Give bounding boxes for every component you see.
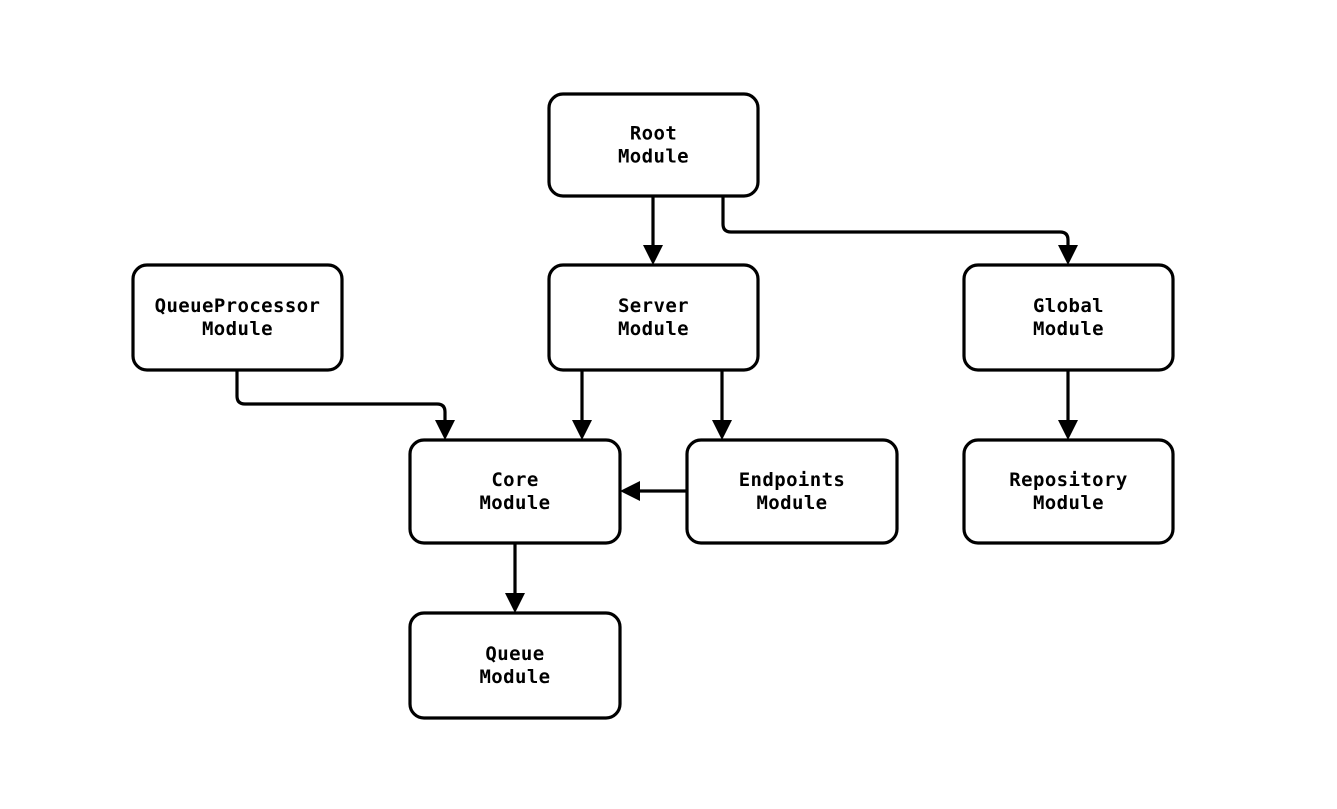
arrowhead-icon [620, 481, 640, 501]
node-label-line2: Module [479, 492, 550, 514]
node-label-line1: Repository [1009, 469, 1127, 491]
edge-global-to-repository [1058, 370, 1078, 440]
arrowhead-icon [1058, 245, 1078, 265]
arrowhead-icon [505, 593, 525, 613]
node-label-line1: Core [491, 469, 538, 491]
node-box[interactable] [547, 92, 760, 198]
edge-server-to-endpoints [712, 370, 732, 440]
node-label-line1: Root [630, 123, 677, 145]
node-label-line1: Endpoints [739, 469, 846, 491]
node-label-line2: Module [1033, 492, 1104, 514]
node-box[interactable] [547, 263, 760, 372]
node-box[interactable] [408, 438, 622, 545]
node-box[interactable] [962, 263, 1175, 372]
edge-root-to-global [721, 196, 1078, 265]
node-box[interactable] [131, 263, 344, 372]
edge-queueprocessor-to-core [235, 370, 455, 440]
node-label-line1: Global [1033, 295, 1104, 317]
edge-server-to-core [572, 370, 592, 440]
node-label-line2: Module [1033, 318, 1104, 340]
edge-line [235, 370, 447, 426]
node-label-line2: Module [756, 492, 827, 514]
node-box[interactable] [685, 438, 899, 545]
nodes-layer: RootModuleQueueProcessorModuleServerModu… [131, 92, 1175, 720]
arrowhead-icon [572, 420, 592, 440]
node-label-line2: Module [202, 318, 273, 340]
node-label-line1: QueueProcessor [155, 295, 321, 317]
edge-root-to-server [643, 196, 663, 265]
arrowhead-icon [643, 245, 663, 265]
node-label-line2: Module [618, 318, 689, 340]
node-label-line2: Module [618, 146, 689, 168]
arrowhead-icon [1058, 420, 1078, 440]
arrowhead-icon [712, 420, 732, 440]
node-box[interactable] [962, 438, 1175, 545]
node-label-line1: Server [618, 295, 689, 317]
arrowhead-icon [435, 420, 455, 440]
node-box[interactable] [408, 611, 622, 720]
edges-layer [235, 196, 1078, 613]
edge-line [721, 196, 1070, 251]
node-label-line2: Module [479, 666, 550, 688]
node-label-line1: Queue [485, 643, 544, 665]
edge-core-to-queue [505, 543, 525, 613]
edge-endpoints-to-core [620, 481, 687, 501]
